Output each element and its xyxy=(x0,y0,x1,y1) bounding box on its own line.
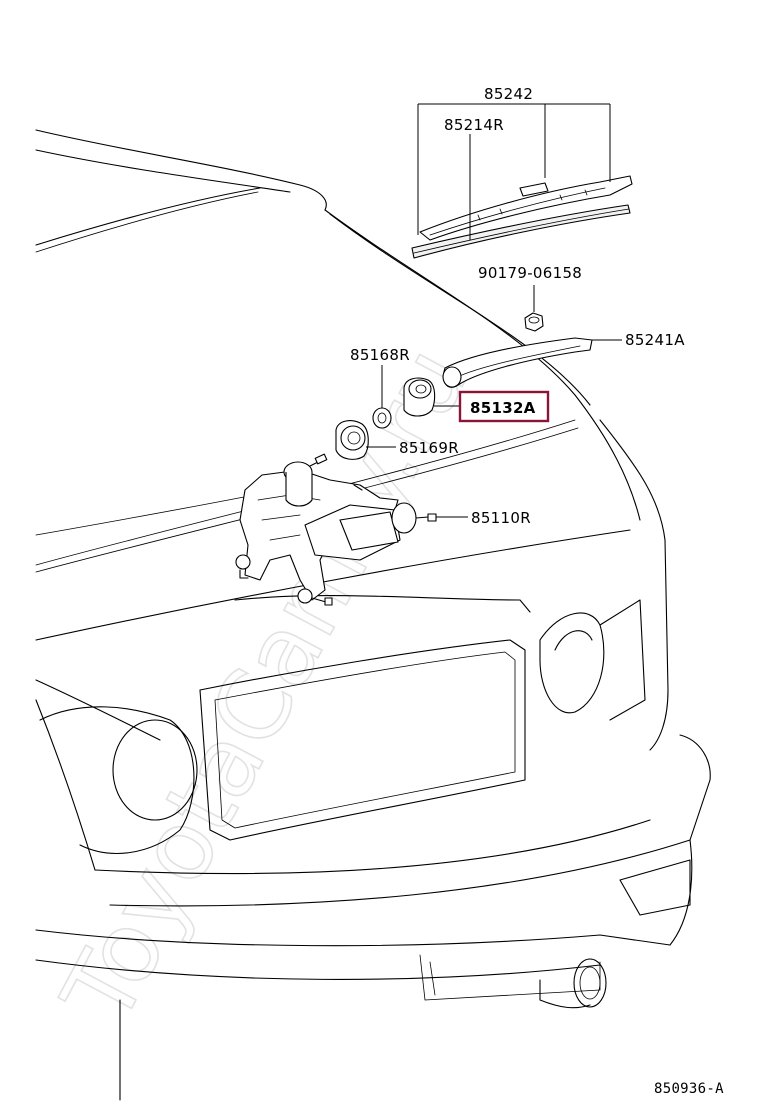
label-blade-rubber[interactable]: 85214R xyxy=(444,116,504,134)
watermark-text: ToyotaCamry.ru xyxy=(41,330,491,1042)
label-arm-nut[interactable]: 90179-06158 xyxy=(478,264,582,282)
cap-part xyxy=(372,407,392,429)
label-wiper-blade-assy[interactable]: 85242 xyxy=(484,85,533,103)
label-cap[interactable]: 85168R xyxy=(350,346,410,364)
label-wiper-motor[interactable]: 85110R xyxy=(471,509,531,527)
label-wiper-arm[interactable]: 85241A xyxy=(625,331,685,349)
wiper-arm-part xyxy=(442,337,593,388)
leader-lines xyxy=(366,103,622,518)
wiper-motor-part xyxy=(235,453,437,606)
car-body-outline xyxy=(35,129,711,1101)
label-pivot-cap-highlighted[interactable]: 85132A xyxy=(470,399,536,417)
wiper-blade-assembly xyxy=(411,175,633,259)
figure-code: 850936-A xyxy=(654,1081,724,1097)
label-grommet[interactable]: 85169R xyxy=(399,439,459,457)
pivot-cap-part xyxy=(403,377,436,417)
highlight-box xyxy=(458,390,550,423)
grommet-part xyxy=(335,420,369,460)
arm-nut-part xyxy=(524,312,544,332)
